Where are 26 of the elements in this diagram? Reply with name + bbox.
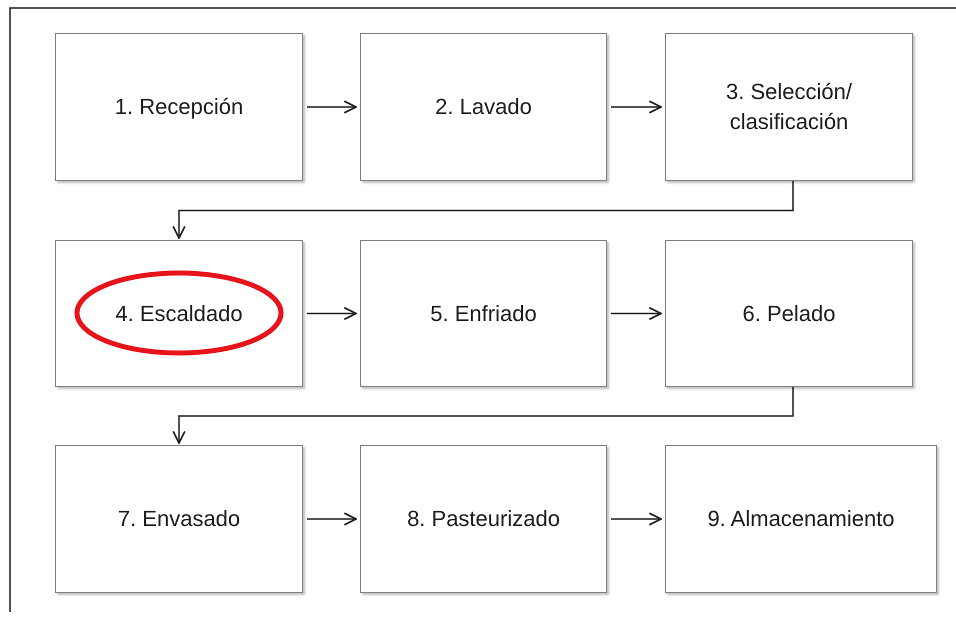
process-box: [360, 445, 607, 593]
step-label: 1. Recepción: [114, 93, 244, 122]
step-label: 2. Lavado: [434, 93, 533, 122]
arrow: [307, 306, 357, 320]
arrow: [611, 512, 662, 526]
step-label: 4. Escaldado: [114, 300, 244, 328]
step-label: 8. Pasteurizado: [406, 505, 561, 534]
arrow: [307, 100, 357, 114]
arrow: [611, 100, 662, 114]
arrow: [307, 512, 357, 526]
step-label: 9. Almacenamiento: [706, 505, 896, 534]
step-label: 5. Enfriado: [429, 300, 538, 328]
process-box: [360, 240, 607, 387]
process-box: [665, 33, 913, 181]
step-label: 3. Selección/ clasificación: [725, 78, 853, 136]
process-box: [55, 445, 303, 593]
step-label: 7. Envasado: [116, 505, 242, 534]
process-box: [55, 33, 303, 181]
process-box: [55, 240, 303, 387]
process-box: [665, 445, 937, 593]
process-box: [360, 33, 607, 181]
arrow: [172, 387, 794, 444]
arrow: [172, 181, 794, 239]
process-box: [665, 240, 913, 387]
step-label: 6. Pelado: [742, 300, 836, 328]
arrow: [611, 306, 662, 320]
